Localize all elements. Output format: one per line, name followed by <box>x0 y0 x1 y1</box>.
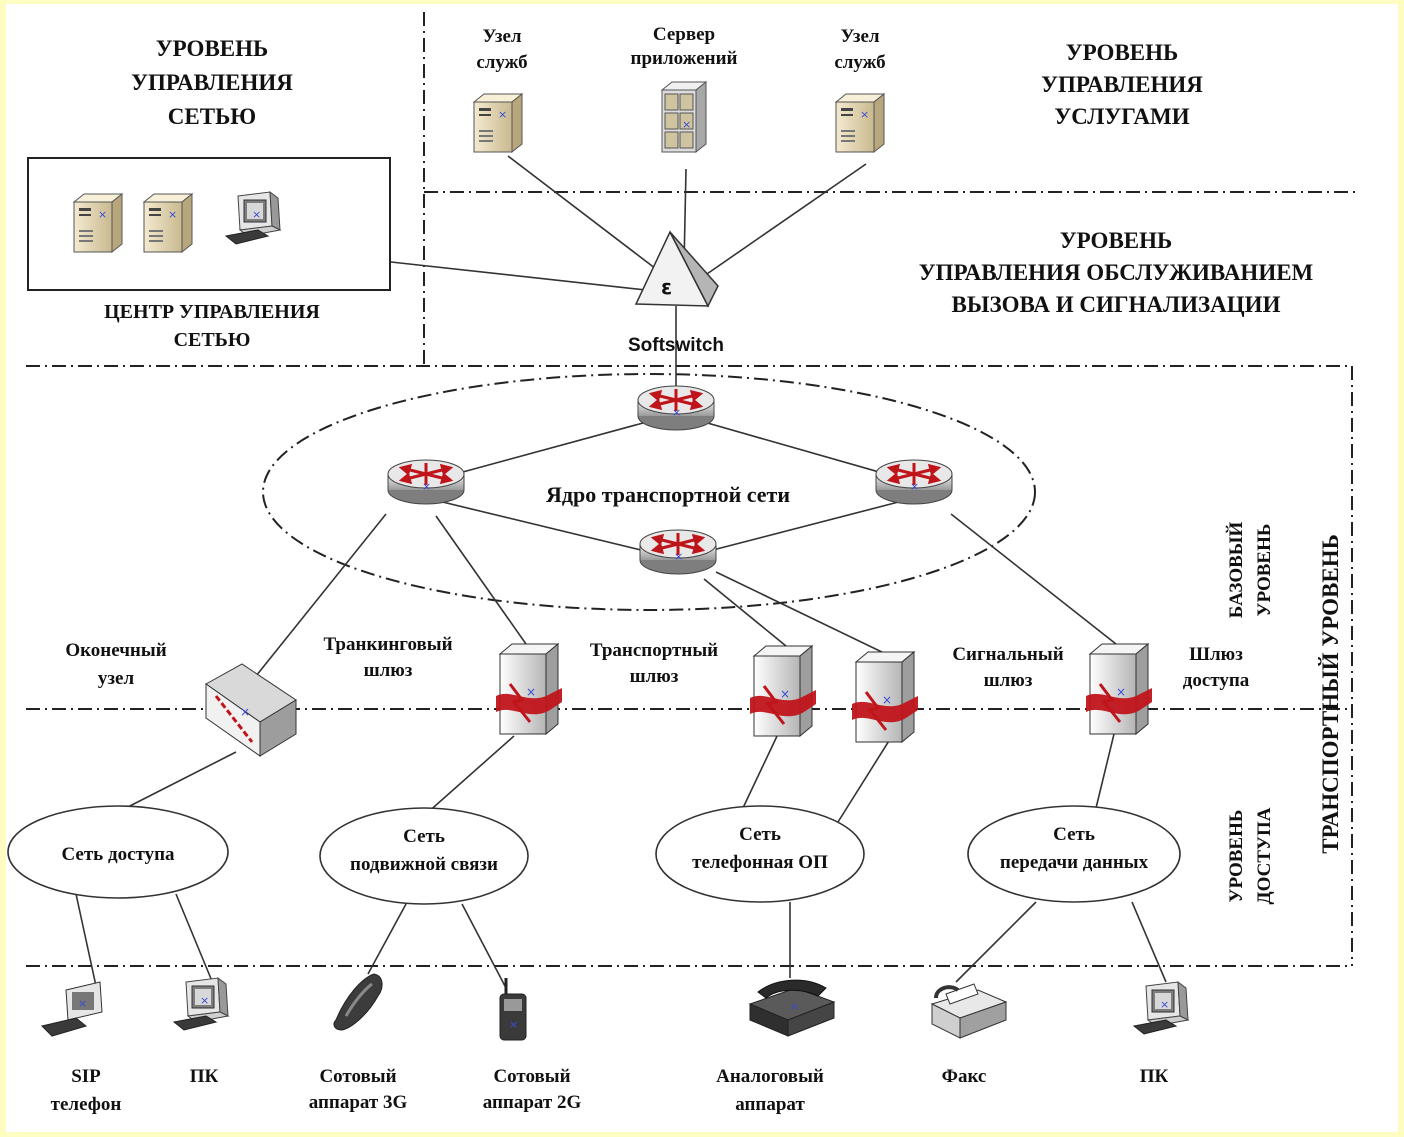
fax-label: Факс <box>942 1066 987 1087</box>
cell2g-label-1: Сотовый <box>493 1066 570 1087</box>
terminal-node-label-2: узел <box>98 668 135 689</box>
net-mobile-label-1: Сеть <box>403 826 445 847</box>
softswitch-label: Softswitch <box>628 335 724 356</box>
network-ellipses <box>7 805 1181 905</box>
transport-gw-label-2: шлюз <box>630 666 679 687</box>
service-node-right-label-2: служб <box>834 52 885 73</box>
core-label: Ядро транспортной сети <box>546 482 790 507</box>
cell-3g-icon <box>333 973 383 1031</box>
analog-label-1: Аналоговый <box>716 1066 824 1087</box>
call-control-level-line1: УРОВЕНЬ <box>1060 228 1172 253</box>
service-node-right-icon <box>835 93 885 153</box>
svg-text:×: × <box>240 705 250 719</box>
service-mgmt-level-line3: УСЛУГАМИ <box>1054 104 1189 129</box>
trunk-gw-label-2: шлюз <box>364 660 413 681</box>
nmc-server-icon <box>73 193 123 253</box>
trunk-gw-label-1: Транкинговый <box>323 634 452 655</box>
diagram-frame: × × × <box>6 4 1398 1132</box>
trunk-gateway-icon <box>494 642 564 736</box>
net-pstn-label-2: телефонная ОП <box>692 852 828 873</box>
network-mgmt-level-line2: УПРАВЛЕНИЯ <box>131 70 293 95</box>
network-diagram: × × × <box>7 12 1356 1115</box>
level-boundaries <box>26 12 1356 967</box>
net-data-label-1: Сеть <box>1053 824 1095 845</box>
service-node-left-label-2: служб <box>476 52 527 73</box>
cell3g-label-1: Сотовый <box>319 1066 396 1087</box>
call-control-level-line2: УПРАВЛЕНИЯ ОБСЛУЖИВАНИЕМ <box>919 260 1314 285</box>
pc-left-icon <box>173 977 229 1031</box>
signal-gw-label-2: шлюз <box>984 670 1033 691</box>
nmc-server-icon <box>143 193 193 253</box>
sip-phone-icon: × <box>41 981 103 1037</box>
net-data-label-2: передачи данных <box>1000 852 1149 873</box>
svg-text:×: × <box>509 1018 518 1031</box>
service-node-left-label-1: Узел <box>482 26 521 47</box>
sip-label-2: телефон <box>51 1094 122 1115</box>
nmc-label-2: СЕТЬЮ <box>174 329 251 351</box>
access-level-line1: УРОВЕНЬ <box>1226 810 1247 903</box>
access-gateway-icon <box>1084 642 1154 736</box>
fax-icon <box>930 983 1008 1039</box>
app-server-label-1: Сервер <box>653 24 715 45</box>
nmc-label-1: ЦЕНТР УПРАВЛЕНИЯ <box>104 301 320 323</box>
transport-gw-label-1: Транспортный <box>590 640 718 661</box>
signal-gw-label-1: Сигнальный <box>952 644 1063 665</box>
signal-gateway-icon <box>850 650 920 744</box>
terminal-node-icon: × <box>205 663 297 757</box>
net-pstn-label-1: Сеть <box>739 824 781 845</box>
core-router-bottom-icon <box>638 528 718 576</box>
softswitch-icon: ε <box>634 230 719 308</box>
analog-phone-icon: × <box>748 979 836 1037</box>
core-router-right-icon <box>874 458 954 506</box>
call-control-level-line3: ВЫЗОВА И СИГНАЛИЗАЦИИ <box>952 292 1281 317</box>
pc2-label: ПК <box>1140 1066 1169 1087</box>
app-server-icon <box>661 81 707 153</box>
base-level-line1: БАЗОВЫЙ <box>1225 522 1247 619</box>
net-access-label: Сеть доступа <box>61 844 175 865</box>
access-gw-label-2: доступа <box>1183 670 1250 691</box>
cell3g-label-2: аппарат 3G <box>309 1092 408 1113</box>
service-mgmt-level-line2: УПРАВЛЕНИЯ <box>1041 72 1203 97</box>
core-router-left-icon <box>386 458 466 506</box>
service-node-right-label-1: Узел <box>840 26 879 47</box>
service-node-left-icon <box>473 93 523 153</box>
cell2g-label-2: аппарат 2G <box>483 1092 582 1113</box>
sip-label-1: SIP <box>71 1066 101 1087</box>
svg-text:ε: ε <box>661 275 672 299</box>
base-level-line2: УРОВЕНЬ <box>1254 524 1275 617</box>
core-router-top-icon <box>636 384 716 432</box>
network-mgmt-level-line3: СЕТЬЮ <box>168 104 256 129</box>
access-gw-label-1: Шлюз <box>1189 644 1243 665</box>
pc1-label: ПК <box>190 1066 219 1087</box>
app-server-label-2: приложений <box>631 48 738 69</box>
connections <box>75 155 1167 989</box>
net-mobile-label-2: подвижной связи <box>350 854 498 875</box>
service-mgmt-level-line1: УРОВЕНЬ <box>1066 40 1178 65</box>
analog-label-2: аппарат <box>735 1094 805 1115</box>
pc-right-icon <box>1133 981 1189 1035</box>
cell-2g-icon: × <box>499 978 527 1041</box>
svg-text:×: × <box>78 997 87 1010</box>
transport-gateway-icon <box>748 644 818 738</box>
network-mgmt-level-line1: УРОВЕНЬ <box>156 36 268 61</box>
svg-text:×: × <box>790 1000 799 1013</box>
terminal-node-label-1: Оконечный <box>65 640 166 661</box>
access-level-line2: ДОСТУПА <box>1254 807 1275 904</box>
transport-level-label: ТРАНСПОРТНЫЙ УРОВЕНЬ <box>1318 534 1343 854</box>
